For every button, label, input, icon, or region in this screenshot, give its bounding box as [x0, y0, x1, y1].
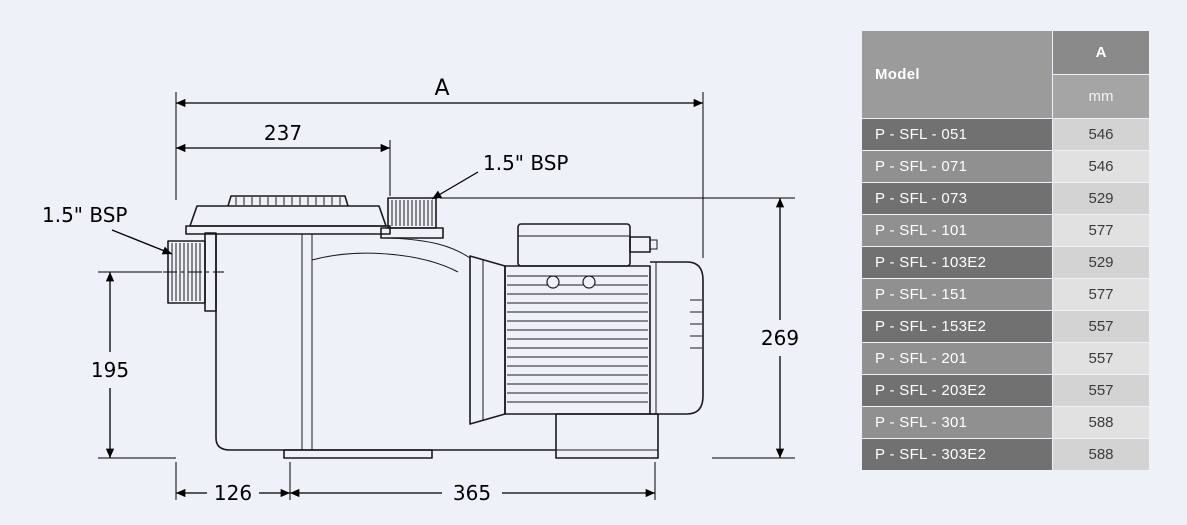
model-table: Model A mm P - SFL - 051 546 P - SFL - 0…	[861, 30, 1150, 471]
table-row: P - SFL - 303E2 588	[861, 438, 1150, 471]
value-cell: 577	[1052, 278, 1150, 311]
value-cell: 529	[1052, 182, 1150, 215]
pot-foot	[283, 449, 433, 459]
dim-overall-width-label: A	[434, 76, 449, 101]
value-cell: 557	[1052, 310, 1150, 343]
dimensions: A 237 1.5" BSP 1.5" BSP 269 195	[42, 76, 799, 505]
model-cell: P - SFL - 153E2	[861, 310, 1053, 343]
table-row: P - SFL - 101 577	[861, 214, 1150, 247]
table-header-model: Model	[861, 30, 1053, 119]
lid-plate	[185, 225, 391, 235]
table-header-a: A	[1052, 30, 1150, 75]
table-row: P - SFL - 103E2 529	[861, 246, 1150, 279]
motor-body	[504, 265, 651, 415]
volute-curve	[311, 252, 459, 273]
terminal-box	[517, 223, 631, 267]
leader-top-bsp	[431, 171, 479, 200]
pump-drawing-svg: A 237 1.5" BSP 1.5" BSP 269 195	[42, 76, 799, 505]
value-cell: 557	[1052, 342, 1150, 375]
top-port-flange	[380, 227, 444, 239]
cable-gland	[629, 236, 651, 253]
model-cell: P - SFL - 151	[861, 278, 1053, 311]
value-cell: 529	[1052, 246, 1150, 279]
port-top-bsp-label: 1.5" BSP	[483, 151, 569, 175]
lid-knob-ribs	[235, 197, 341, 205]
table-row: P - SFL - 071 546	[861, 150, 1150, 183]
table-header-unit: mm	[1052, 74, 1150, 119]
motor-screw	[546, 275, 560, 289]
leader-left-bsp	[111, 229, 173, 255]
model-cell: P - SFL - 203E2	[861, 374, 1053, 407]
model-cell: P - SFL - 071	[861, 150, 1053, 183]
table-row: P - SFL - 201 557	[861, 342, 1150, 375]
fan-cover-vents	[690, 299, 702, 349]
dim-269-label: 269	[761, 326, 799, 350]
pump-body	[215, 234, 556, 451]
top-port-threads	[391, 200, 433, 226]
model-dimension-table: Model A mm P - SFL - 051 546 P - SFL - 0…	[861, 30, 1150, 471]
table-row: P - SFL - 073 529	[861, 182, 1150, 215]
model-cell: P - SFL - 073	[861, 182, 1053, 215]
table-row: P - SFL - 301 588	[861, 406, 1150, 439]
table-row: P - SFL - 151 577	[861, 278, 1150, 311]
model-cell: P - SFL - 303E2	[861, 438, 1053, 471]
left-port-threads	[171, 243, 201, 301]
body-seams	[301, 234, 313, 450]
model-cell: P - SFL - 201	[861, 342, 1053, 375]
dim-126-label: 126	[214, 481, 252, 505]
port-left-bsp-label: 1.5" BSP	[42, 203, 128, 227]
table-row: P - SFL - 153E2 557	[861, 310, 1150, 343]
table-row: P - SFL - 203E2 557	[861, 374, 1150, 407]
value-cell: 546	[1052, 118, 1150, 151]
model-cell: P - SFL - 051	[861, 118, 1053, 151]
model-cell: P - SFL - 301	[861, 406, 1053, 439]
dim-195-label: 195	[91, 358, 129, 382]
value-cell: 577	[1052, 214, 1150, 247]
model-cell: P - SFL - 101	[861, 214, 1053, 247]
fan-cover	[650, 261, 704, 415]
value-cell: 588	[1052, 406, 1150, 439]
value-cell: 557	[1052, 374, 1150, 407]
dim-237-label: 237	[264, 121, 302, 145]
value-cell: 588	[1052, 438, 1150, 471]
model-cell: P - SFL - 103E2	[861, 246, 1053, 279]
lid-knob	[227, 195, 349, 207]
cable-gland-tip	[649, 239, 658, 250]
pump-outline	[138, 195, 704, 459]
motor-bracket	[469, 255, 506, 425]
motor-fins	[507, 275, 648, 403]
motor-screw	[582, 275, 596, 289]
lid-body	[189, 205, 387, 227]
value-cell: 546	[1052, 150, 1150, 183]
motor-foot	[555, 413, 659, 459]
body-top-profile	[389, 237, 471, 259]
table-row: P - SFL - 051 546	[861, 118, 1150, 151]
dim-365-label: 365	[453, 481, 491, 505]
